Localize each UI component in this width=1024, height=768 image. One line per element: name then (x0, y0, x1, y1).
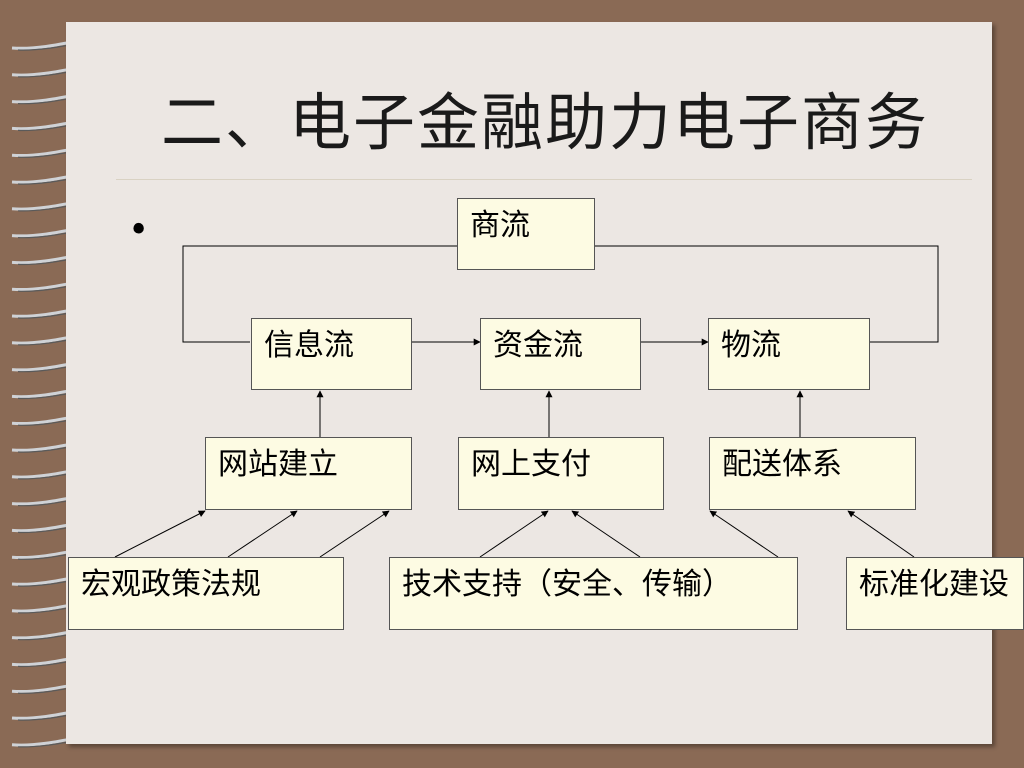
box-fund-flow: 资金流 (480, 318, 641, 390)
box-delivery-system: 配送体系 (709, 437, 916, 510)
box-standardization: 标准化建设 (846, 557, 1024, 630)
arrow-policy-to-website-1 (114, 510, 206, 558)
bullet-point: • (128, 210, 150, 251)
box-website-building: 网站建立 (205, 437, 412, 510)
box-macro-policy: 宏观政策法规 (68, 557, 344, 630)
commerce-flow-bracket-right (594, 245, 939, 343)
arrow-tech-to-payment-1 (479, 510, 549, 558)
slide-title: 二、电子金融助力电子商务 (160, 86, 929, 159)
arrow-tech-to-payment-2 (571, 510, 641, 558)
commerce-flow-bracket (182, 245, 458, 343)
arrow-standard-to-delivery (847, 510, 915, 558)
box-technical-support: 技术支持（安全、传输） (389, 557, 798, 630)
box-commerce-flow: 商流 (457, 198, 595, 270)
arrow-policy-to-website-2 (227, 510, 298, 558)
arrow-policy-to-website-3 (319, 510, 390, 558)
box-online-payment: 网上支付 (458, 437, 664, 510)
arrow-tech-to-delivery (709, 510, 779, 558)
title-divider (116, 179, 972, 180)
box-information-flow: 信息流 (251, 318, 412, 390)
box-logistics-flow: 物流 (708, 318, 870, 390)
